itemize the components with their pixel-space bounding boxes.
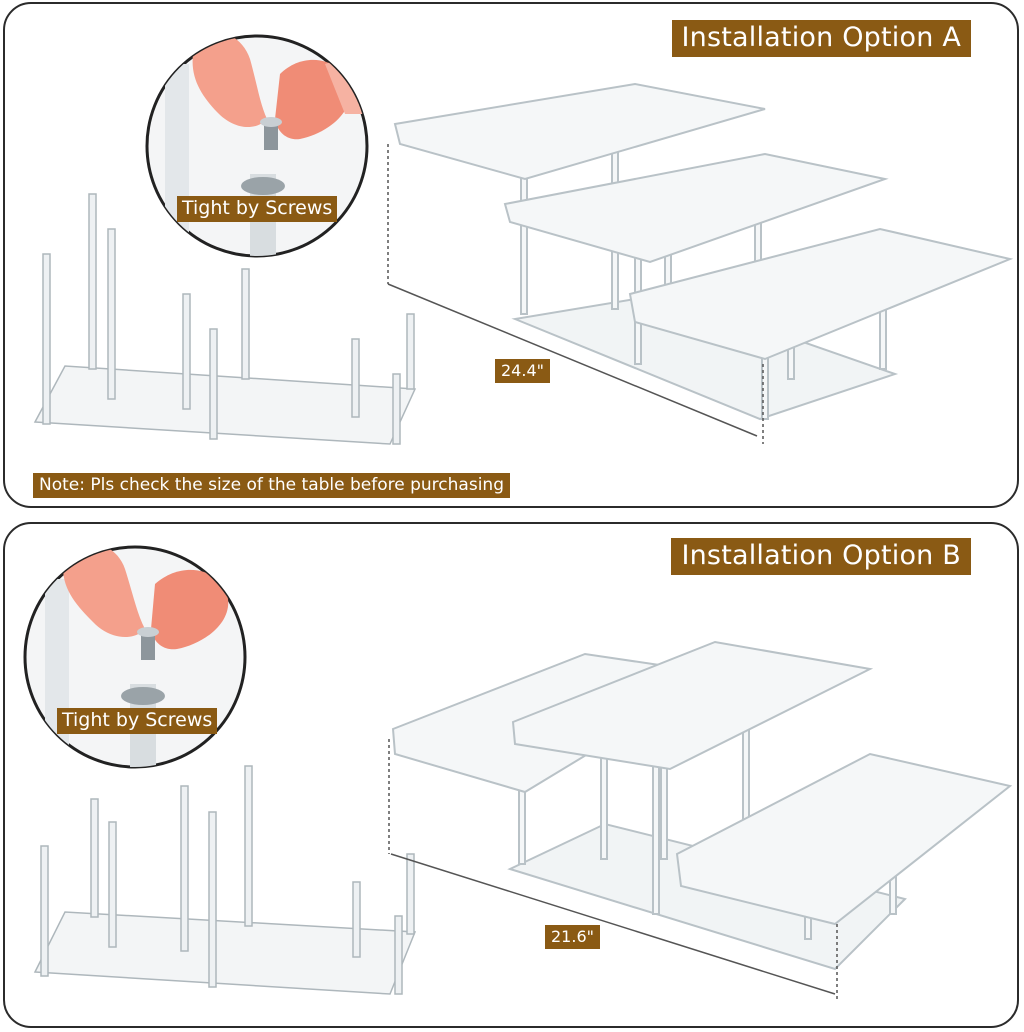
tight-by-screws-label: Tight by Screws [57,708,218,734]
shelf-assembly-b [391,640,1013,971]
shelf-assembly-a [393,82,1014,421]
dimension-label: 24.4" [495,359,550,383]
option-title: Installation Option A [671,20,971,57]
dimension-label: 21.6" [545,925,600,949]
screw-zoom-circle [23,545,247,769]
rods-and-base-left [33,765,417,995]
installation-option-b-panel: Installation Option B Tight by Screws 21… [3,522,1019,1028]
dimension-line-b [388,739,838,1000]
dimension-line-a [387,144,764,444]
purchase-note: Note: Pls check the size of the table be… [33,473,510,498]
rods-and-base-left [33,193,417,445]
option-b-illustration [23,545,1013,1000]
option-a-illustration [33,34,1014,445]
installation-option-a-panel: Installation Option A Tight by Screws 24… [3,2,1019,508]
option-title: Installation Option B [671,538,971,575]
tight-by-screws-label: Tight by Screws [177,196,338,222]
screw-zoom-circle [145,34,369,258]
